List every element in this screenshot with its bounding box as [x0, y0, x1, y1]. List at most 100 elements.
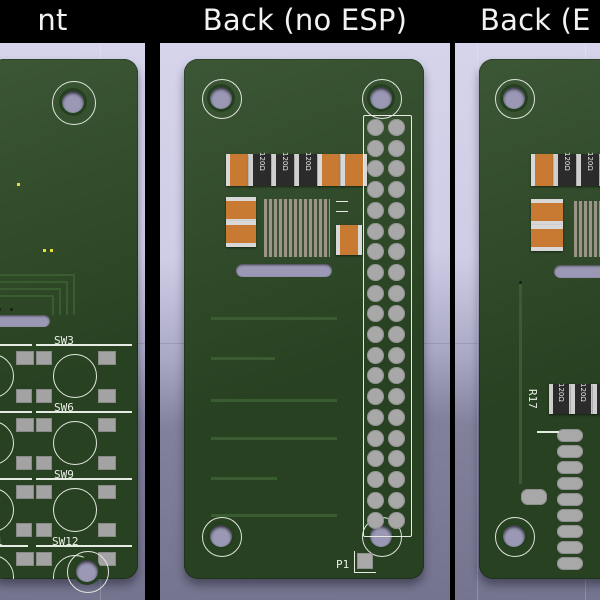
oval-pad [557, 429, 583, 442]
board-slot [0, 315, 50, 327]
mounting-ring-bl [495, 517, 535, 557]
designator-sw9: SW9 [54, 468, 74, 481]
routing-trace [519, 284, 522, 484]
pcb-board-front: SW2 SW3 SW5 SW6 SW8 [0, 59, 138, 579]
switch-circle [0, 421, 14, 465]
header-pin [367, 429, 384, 447]
routing-trace [211, 514, 337, 517]
header-pin [388, 512, 405, 530]
routing-trace [0, 288, 61, 290]
header-pin [367, 305, 384, 323]
switch-circle [0, 354, 14, 398]
mounting-hole-bl [503, 525, 525, 547]
panel-gap [145, 0, 160, 600]
silk-line [36, 344, 132, 346]
panel-back-no-esp: 120Ω 120Ω 120Ω [160, 43, 450, 600]
header-pin [388, 243, 405, 261]
capacitor [531, 199, 563, 225]
mounting-ring-bl [202, 517, 242, 557]
module-footprint [574, 201, 600, 257]
via [0, 308, 1, 311]
mounting-ring-tl [202, 79, 242, 119]
designator-sw3: SW3 [54, 334, 74, 347]
capacitor [336, 225, 362, 255]
silk-line [0, 411, 32, 413]
mounting-hole-bottom [76, 560, 98, 582]
capacitor [226, 197, 256, 223]
gold-pad [50, 249, 53, 252]
switch-pad [36, 485, 52, 499]
mounting-hole-tl [210, 87, 232, 109]
routing-trace [52, 296, 54, 315]
switch-pad [16, 418, 34, 432]
switch-pad [36, 389, 52, 403]
mounting-ring-tr [362, 79, 402, 119]
gold-pad [43, 249, 46, 252]
switch-pad [36, 456, 52, 470]
silk-line [0, 344, 32, 346]
designator-sw11: SW11 [0, 535, 3, 548]
header-pin [388, 222, 405, 240]
switch-pad [16, 552, 34, 566]
header-pin [367, 450, 384, 468]
via [10, 308, 13, 311]
header-pin [367, 326, 384, 343]
mounting-hole-tr [370, 87, 392, 109]
pcb-board-back-no-esp: 120Ω 120Ω 120Ω [184, 59, 424, 579]
routing-trace [73, 275, 75, 315]
silk-line [36, 411, 132, 413]
resistor-marking: 120Ω [258, 152, 266, 171]
silk-line [354, 572, 376, 573]
header-pin [388, 367, 405, 385]
header-pin [367, 243, 384, 261]
module-footprint [264, 199, 330, 257]
resistor-marking: 120Ω [557, 383, 565, 402]
mounting-ring-bottom [67, 551, 109, 593]
capacitor [341, 154, 367, 186]
routing-trace [0, 274, 75, 276]
mounting-ring-top [52, 81, 96, 125]
switch-pad [16, 523, 32, 537]
oval-pad-column [557, 429, 585, 570]
routing-trace [59, 289, 61, 315]
designator-p1: P1 [336, 558, 350, 571]
capacitor [531, 225, 563, 251]
header-pin [388, 326, 405, 343]
header-pin [388, 160, 405, 178]
board-slot [554, 265, 600, 278]
resistor-marking: 120Ω [563, 152, 571, 171]
switch-pad [98, 485, 116, 499]
header-pin [388, 346, 405, 364]
silk-line [537, 431, 559, 433]
silk-line [36, 478, 132, 480]
switch-circle [53, 421, 97, 465]
silk-line [0, 478, 32, 480]
header-pin [367, 201, 384, 219]
header-pin [388, 181, 405, 199]
oval-pad [521, 489, 547, 505]
mounting-hole-top [62, 91, 84, 113]
header-pin [388, 201, 405, 219]
header-pin [367, 284, 384, 302]
header-pin [367, 346, 384, 364]
silk-line [354, 551, 355, 573]
header-pin [367, 470, 384, 488]
resistor-marking: 120Ω [304, 152, 312, 171]
pin-header-40 [363, 115, 412, 537]
panel-caption-back-esp: Back (E [480, 3, 591, 37]
header-pin [388, 284, 405, 302]
header-pin [388, 388, 405, 406]
switch-circle [0, 488, 14, 532]
header-pin [367, 160, 384, 178]
resistor: 120Ω [571, 383, 595, 414]
oval-pad [557, 493, 583, 506]
header-pin [388, 263, 405, 281]
header-pin [367, 491, 384, 509]
panel-front: SW2 SW3 SW5 SW6 SW8 [0, 43, 145, 600]
oval-pad [557, 477, 583, 490]
switch-pad [98, 456, 116, 470]
routing-trace [211, 399, 337, 402]
header-pin [367, 408, 384, 426]
routing-trace [66, 282, 68, 315]
